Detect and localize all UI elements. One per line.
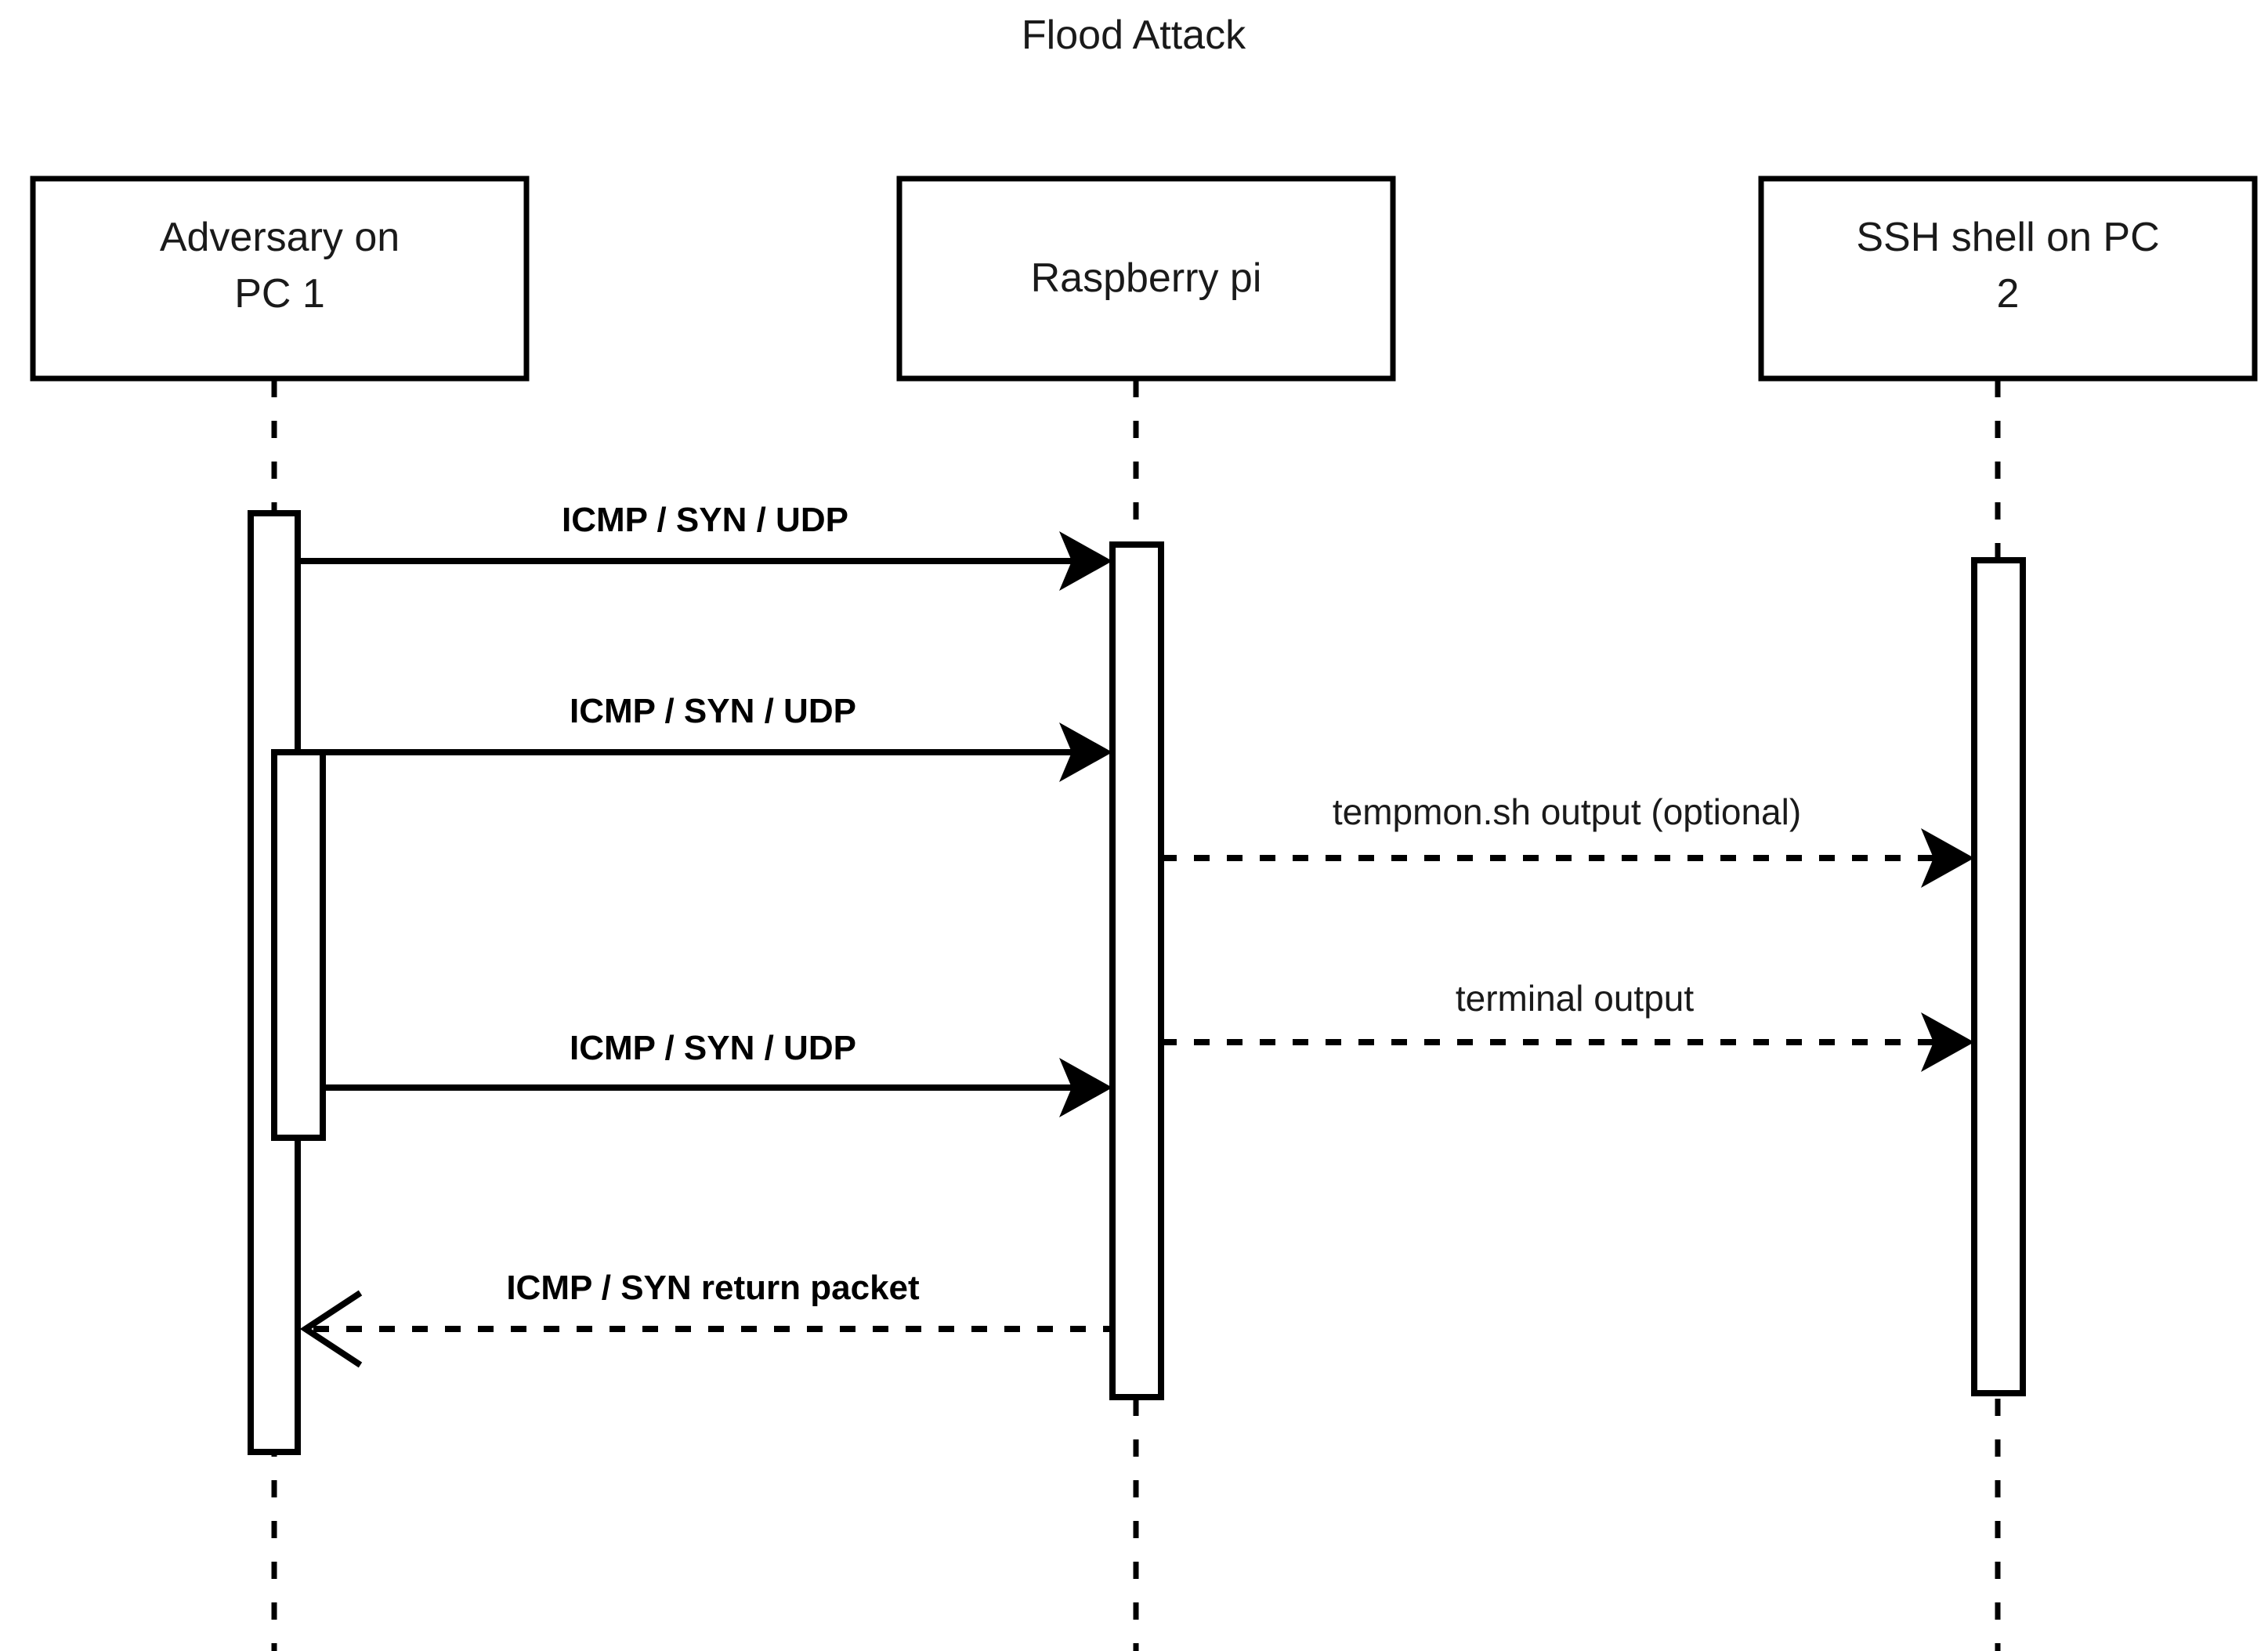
- message-label-6: ICMP / SYN return packet: [506, 1269, 920, 1307]
- participant-box-sshshell: [1758, 176, 2258, 382]
- participant-box-raspberrypi: [896, 176, 1396, 382]
- message-label-1: ICMP / SYN / UDP: [562, 501, 848, 539]
- activation-bar-raspberrypi: [1109, 541, 1164, 1400]
- diagram-title: Flood Attack: [1022, 13, 1246, 58]
- participant-label-sshshell-line1: SSH shell on PC: [1856, 215, 2159, 260]
- activation-bar-sshshell: [1971, 557, 2026, 1396]
- message-arrowhead-6: [299, 1290, 363, 1368]
- message-arrowhead-4: [1921, 1012, 1974, 1072]
- participant-label-raspberrypi-line1: Raspberry pi: [1031, 255, 1262, 301]
- message-arrowhead-5: [1059, 1058, 1112, 1117]
- participant-label-adversary-line2: PC 1: [234, 271, 325, 317]
- message-label-3: tempmon.sh output (optional): [1333, 791, 1801, 832]
- message-label-2: ICMP / SYN / UDP: [570, 692, 856, 730]
- participant-box-adversary: [30, 176, 530, 382]
- message-arrowhead-2: [1059, 722, 1112, 782]
- message-label-4: terminal output: [1456, 978, 1694, 1019]
- participant-label-adversary-line1: Adversary on: [160, 215, 400, 260]
- message-arrowhead-3: [1921, 828, 1974, 888]
- participant-label-sshshell-line2: 2: [1997, 271, 2020, 317]
- message-label-5: ICMP / SYN / UDP: [570, 1029, 856, 1067]
- activation-bar-adversary-nested: [271, 749, 326, 1141]
- message-arrowhead-1: [1059, 531, 1112, 591]
